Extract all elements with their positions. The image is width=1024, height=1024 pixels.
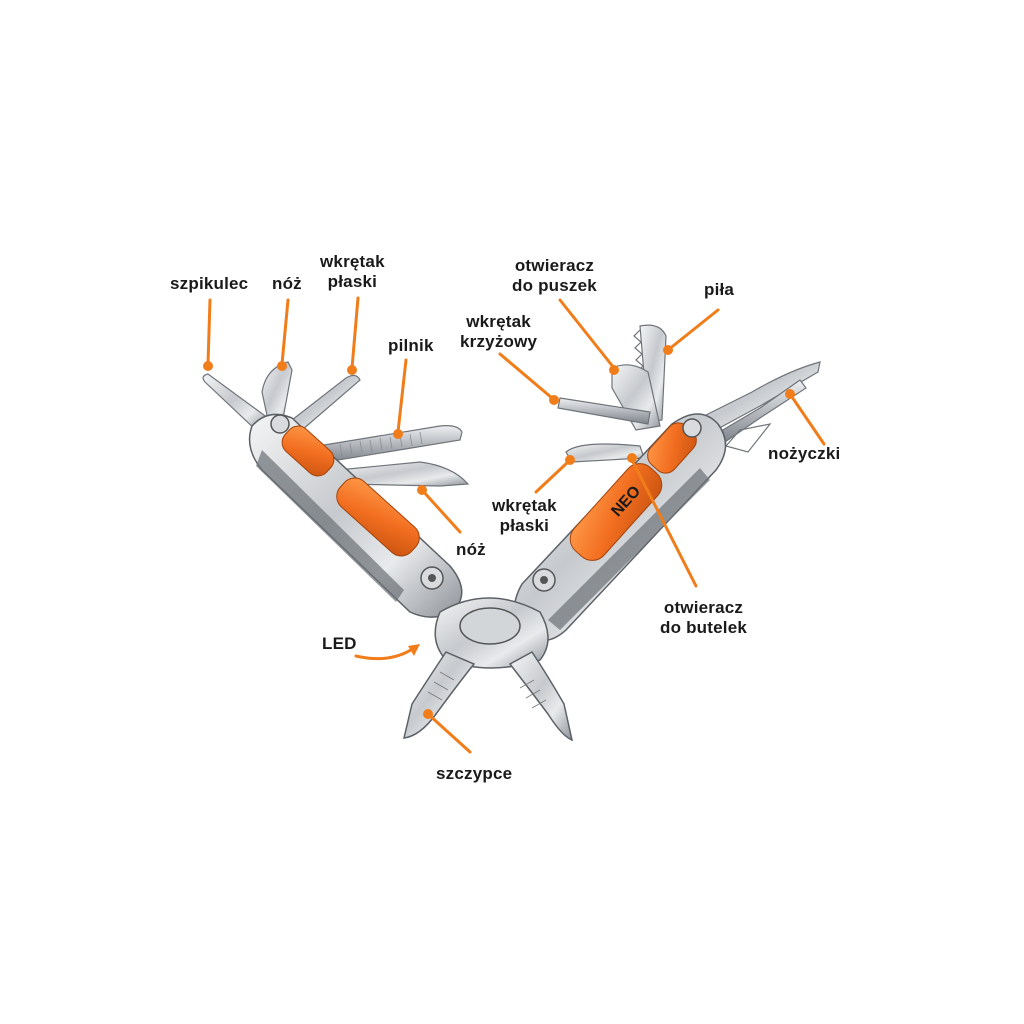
pliers-jaw-right	[508, 651, 574, 742]
label-szczypce: szczypce	[436, 764, 513, 783]
pliers-head	[403, 597, 574, 742]
file-tool	[317, 425, 463, 463]
callout-dot-pila	[663, 345, 673, 355]
label-led: LED	[322, 634, 357, 653]
label-pila: piła	[704, 280, 735, 299]
callout-line-wkretak-mid	[534, 460, 570, 494]
callout-line-otwieracz-puszek	[558, 298, 616, 370]
callout-dot-wkretak-krzyzowy	[549, 395, 559, 405]
left-handle-grip-lower	[336, 477, 420, 557]
right-handle-grip-lower	[569, 463, 663, 561]
callout-line-wkretak-top	[350, 296, 360, 370]
callout-dot-noz-top	[277, 361, 287, 371]
callout-dot-wkretak-mid	[565, 455, 575, 465]
callout-line-pilnik	[396, 358, 408, 434]
phillips-screwdriver-tool	[557, 397, 651, 425]
callout-line-nozyczki	[788, 392, 826, 446]
flat-screwdriver-tool	[291, 374, 361, 431]
label-nozyczki: nożyczki	[768, 444, 841, 463]
left-pivot-screw-top	[270, 414, 290, 434]
label-szpikulec: szpikulec	[170, 274, 249, 293]
callout-line-noz-top	[280, 298, 290, 366]
callout-arrow-led	[408, 644, 420, 656]
left-handle-grip-upper	[281, 425, 335, 477]
flat-screwdriver-mid-tool	[565, 443, 645, 463]
callout-line-szpikulec	[206, 298, 212, 366]
callout-line-noz-bottom	[420, 488, 462, 534]
callout-dot-noz-bottom	[417, 485, 427, 495]
callout-line-otwieracz-butelek	[630, 458, 698, 588]
awl-tool	[202, 373, 269, 433]
right-pivot-screw-top	[682, 418, 702, 438]
callout-dot-szpikulec	[203, 361, 213, 371]
label-noz-bottom: nóż	[456, 540, 486, 559]
pliers-jaw-left	[403, 651, 476, 739]
callout-dot-nozyczki	[785, 389, 795, 399]
label-pilnik: pilnik	[388, 336, 434, 355]
pliers-pivot	[459, 607, 521, 645]
callout-dot-otwieracz-butelek	[627, 453, 637, 463]
callout-dot-wkretak-top	[347, 365, 357, 375]
callout-line-pila	[666, 308, 720, 352]
callout-dot-pilnik	[393, 429, 403, 439]
callout-line-led	[354, 646, 416, 661]
knife-blade	[337, 461, 470, 487]
scissors-tool	[699, 361, 821, 433]
right-handle: NEO	[513, 413, 727, 642]
callout-dot-otwieracz-puszek	[609, 365, 619, 375]
callout-dot-szczypce	[423, 709, 433, 719]
label-noz-top: nóż	[272, 274, 302, 293]
callout-line-szczypce	[426, 712, 472, 754]
small-knife-blade	[261, 361, 293, 425]
callout-line-wkretak-krzyzowy	[498, 352, 554, 400]
